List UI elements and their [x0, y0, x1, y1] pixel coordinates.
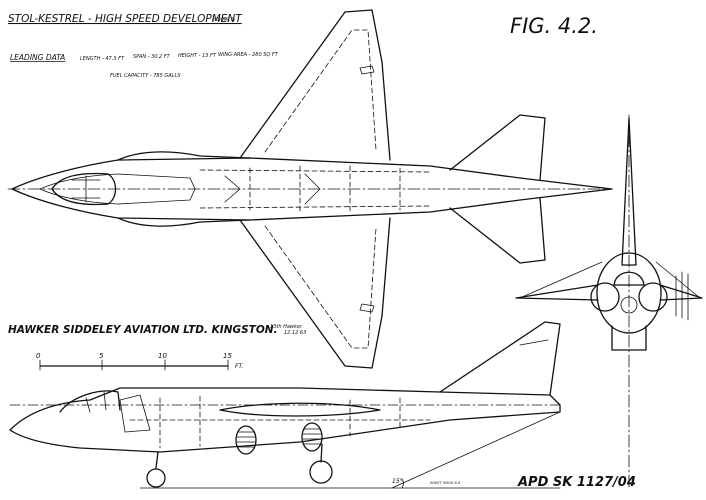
side-angle-arc	[401, 478, 404, 489]
plan-wing-lower	[239, 217, 391, 369]
side-wheel-rear	[309, 460, 333, 484]
side-nozzle-front	[235, 425, 257, 455]
plan-canopy	[51, 172, 117, 206]
scale-unit: FT.	[235, 363, 243, 370]
drawing-number: APD SK 1127/04	[517, 475, 636, 490]
plan-nose-line	[39, 173, 196, 205]
plan-wing-lower-flap	[264, 225, 377, 349]
company-annotation: 13th Hawker	[270, 324, 303, 330]
plan-wing-upper	[239, 9, 391, 161]
plan-canopy-frame	[71, 175, 101, 203]
plan-intake-right	[117, 217, 251, 227]
plan-nozzle-marks	[224, 173, 321, 205]
side-canopy-frame	[85, 391, 107, 413]
scale-label-10: 10	[158, 352, 167, 360]
leading-data-length: LENGTH - 47.3 FT	[80, 56, 125, 62]
leading-data-height: HEIGHT - 13 FT	[178, 53, 217, 59]
front-fuselage	[596, 252, 662, 334]
front-wing-right	[659, 284, 703, 301]
company-name: HAWKER SIDDELEY AVIATION LTD. KINGSTON.	[8, 324, 278, 336]
plan-view	[7, 9, 613, 369]
side-view: 15°	[9, 321, 561, 489]
front-belly	[611, 325, 647, 351]
drawing-title-note: (GNOME 1)	[213, 17, 236, 22]
side-fin	[439, 321, 561, 396]
front-intake-right	[638, 282, 668, 312]
side-angle-label: 15°	[392, 478, 403, 485]
side-wheel-front	[146, 468, 166, 488]
front-tailplane	[519, 261, 701, 299]
side-gear-strut-front	[155, 451, 159, 469]
scale-label-15: 15	[223, 352, 232, 360]
plan-outrigger-lower	[359, 303, 375, 313]
front-fin	[621, 117, 637, 266]
side-gear-strut-rear	[320, 443, 323, 463]
front-nose	[620, 296, 638, 314]
front-wing-left	[515, 284, 599, 301]
side-nozzle-front-hatch	[237, 431, 255, 448]
scale-label-0: 0	[36, 352, 41, 360]
side-internal-lines	[129, 395, 431, 449]
plan-intake-left	[117, 151, 251, 161]
figure-label: FIG. 4.2.	[510, 14, 598, 38]
side-nozzle-rear	[301, 422, 323, 452]
plan-wing-upper-flap	[264, 29, 377, 153]
plan-outrigger-upper	[359, 65, 375, 75]
front-canopy	[613, 271, 645, 286]
side-canopy	[59, 390, 121, 413]
sheet-small-note: SHEET ISSUE 6.6	[430, 481, 461, 485]
scale-label-5: 5	[99, 352, 104, 360]
side-nozzle-rear-hatch	[303, 428, 321, 445]
front-outrigger-struts	[675, 271, 689, 321]
side-wing	[219, 402, 381, 417]
side-intake	[119, 394, 151, 433]
side-fuselage	[9, 387, 561, 453]
scale-bar: 0 5 10 15 FT.	[36, 352, 243, 371]
front-intake-left	[590, 282, 620, 312]
company-date: 12.12.63	[284, 330, 306, 336]
plan-fuselage-outline	[11, 157, 613, 221]
plan-internal-lines	[199, 165, 431, 213]
front-view	[515, 114, 703, 491]
leading-data-heading: LEADING DATA	[10, 53, 65, 62]
leading-data-wing-area: WING AREA - 280 SQ FT	[218, 52, 279, 58]
plan-tailplane-upper	[449, 114, 546, 181]
plan-tailplane-lower	[449, 197, 546, 264]
side-tail-down-angle-line	[391, 411, 561, 489]
drawing-title: STOL-KESTREL - HIGH SPEED DEVELOPMENT	[8, 13, 243, 25]
leading-data-fuel-capacity: FUEL CAPACITY - 785 GALLS	[110, 73, 181, 79]
leading-data-span: SPAN - 30.2 FT	[133, 54, 171, 60]
side-rudder	[519, 339, 549, 346]
